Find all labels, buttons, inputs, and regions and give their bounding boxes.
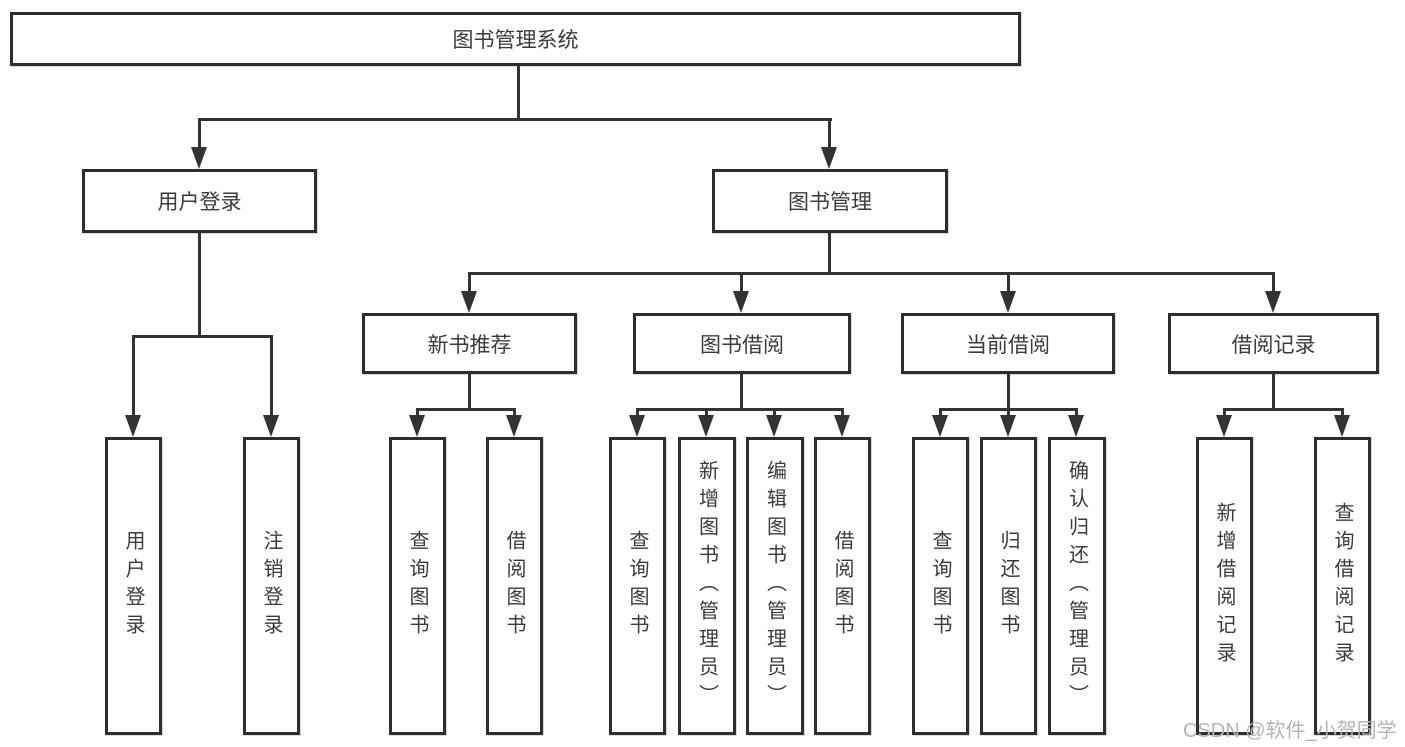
- node-label: 图书管理: [788, 191, 872, 214]
- edge-branch: [416, 408, 516, 411]
- node-borrowing-records: 借阅记录: [1168, 313, 1379, 374]
- leaf-user-login: 用户登录: [105, 437, 162, 735]
- node-label: 查询借阅记录: [1331, 502, 1353, 670]
- node-label: 查询图书: [406, 530, 428, 642]
- leaf-return-books: 归还图书: [980, 437, 1037, 735]
- edge-stem: [1272, 272, 1275, 294]
- node-label: 借阅图书: [831, 530, 853, 642]
- edge-stem: [270, 335, 273, 417]
- node-label: 图书借阅: [700, 333, 784, 357]
- arrow-down-icon: [1000, 291, 1016, 313]
- node-label: 借阅记录: [1231, 333, 1316, 357]
- edge-stem: [841, 408, 844, 420]
- arrow-down-icon: [629, 415, 645, 437]
- node-current-borrowing: 当前借阅: [901, 313, 1115, 374]
- leaf-query-books-current: 查询图书: [912, 437, 969, 735]
- arrow-down-icon: [766, 415, 782, 437]
- leaf-query-books-recommend: 查询图书: [389, 437, 446, 735]
- edge-stem: [1272, 374, 1275, 410]
- arrow-down-icon: [461, 291, 477, 313]
- leaf-query-borrow-record: 查询借阅记录: [1314, 437, 1371, 735]
- leaf-edit-books-admin: 编辑图书（管理员）: [746, 437, 804, 735]
- leaf-add-books-admin: 新增图书（管理员）: [678, 437, 736, 735]
- node-book-borrowing: 图书借阅: [633, 313, 851, 374]
- csdn-watermark: CSDN @软件_小贺同学: [1183, 720, 1397, 742]
- edge-stem: [636, 408, 639, 420]
- node-label: 查询图书: [929, 530, 951, 642]
- arrow-down-icon: [506, 415, 522, 437]
- edge-stem: [705, 408, 708, 420]
- node-label: 编辑图书（管理员）: [763, 460, 786, 712]
- leaf-query-books-borrowing: 查询图书: [609, 437, 666, 735]
- node-label: 借阅图书: [503, 530, 525, 642]
- edge-branch: [636, 408, 844, 411]
- arrow-down-icon: [698, 415, 714, 437]
- node-user-login: 用户登录: [82, 169, 317, 233]
- edge-stem: [773, 408, 776, 420]
- edge-stem: [198, 233, 201, 337]
- arrow-down-icon: [1068, 415, 1084, 437]
- arrow-down-icon: [125, 415, 141, 437]
- node-label: 用户登录: [157, 191, 242, 214]
- leaf-logout: 注销登录: [243, 437, 300, 735]
- arrow-down-icon: [821, 147, 837, 169]
- leaf-confirm-return-admin: 确认归还（管理员）: [1048, 437, 1106, 735]
- edge-stem: [828, 233, 831, 274]
- edge-stem: [740, 272, 743, 294]
- node-new-book-recommendation: 新书推荐: [362, 313, 577, 374]
- node-book-management: 图书管理: [712, 169, 948, 233]
- edge-stem: [1223, 408, 1226, 420]
- leaf-add-borrow-record: 新增借阅记录: [1196, 437, 1253, 735]
- edge-root-stem: [517, 66, 520, 118]
- edge-stem: [1007, 408, 1010, 420]
- node-label: 当前借阅: [966, 333, 1050, 357]
- edge-branch: [468, 272, 1275, 275]
- node-label: 用户登录: [122, 530, 144, 642]
- arrow-down-icon: [834, 415, 850, 437]
- node-label: 图书管理系统: [452, 29, 579, 52]
- edge-stem: [828, 118, 831, 149]
- edge-stem: [740, 374, 743, 410]
- edge-stem: [513, 408, 516, 420]
- edge-stem: [1007, 374, 1010, 410]
- arrow-down-icon: [191, 147, 207, 169]
- arrow-down-icon: [1216, 415, 1232, 437]
- node-library-management-system: 图书管理系统: [10, 12, 1021, 66]
- edge-stem: [1007, 272, 1010, 294]
- edge-stem: [198, 118, 201, 149]
- node-label: 新书推荐: [427, 333, 512, 357]
- edge-stem: [1341, 408, 1344, 420]
- edge-stem: [1075, 408, 1078, 420]
- arrow-down-icon: [733, 291, 749, 313]
- node-label: 确认归还（管理员）: [1065, 460, 1088, 712]
- node-label: 新增借阅记录: [1213, 502, 1235, 670]
- edge-stem: [468, 374, 471, 410]
- arrow-down-icon: [932, 415, 948, 437]
- edge-root-branch: [198, 118, 832, 121]
- arrow-down-icon: [263, 415, 279, 437]
- node-label: 归还图书: [997, 530, 1019, 642]
- node-label: 新增图书（管理员）: [695, 460, 718, 712]
- edge-stem: [132, 335, 135, 417]
- edge-stem: [468, 272, 471, 294]
- arrow-down-icon: [1265, 291, 1281, 313]
- arrow-down-icon: [1000, 415, 1016, 437]
- arrow-down-icon: [1334, 415, 1350, 437]
- leaf-borrow-books-borrowing: 借阅图书: [814, 437, 871, 735]
- edge-stem: [939, 408, 942, 420]
- arrow-down-icon: [409, 415, 425, 437]
- edge-stem: [416, 408, 419, 420]
- node-label: 注销登录: [260, 530, 282, 642]
- leaf-borrow-books-recommend: 借阅图书: [486, 437, 543, 735]
- edge-branch: [1223, 408, 1344, 411]
- node-label: 查询图书: [626, 530, 648, 642]
- edge-branch: [132, 335, 273, 338]
